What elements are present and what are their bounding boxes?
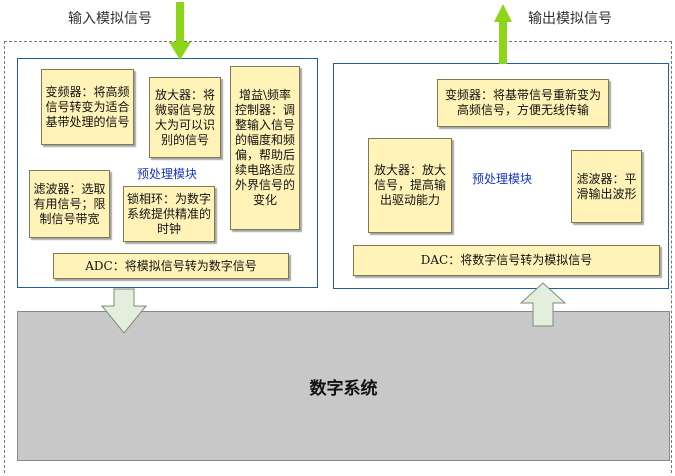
note-right-mixer: 变频器：将基带信号重新变为高频信号，方便无线传输 <box>437 79 609 127</box>
output-arrow <box>494 4 512 64</box>
digital-system-block: 数字系统 <box>17 311 670 461</box>
left-module-label: 预处理模块 <box>137 167 198 181</box>
input-label: 输入模拟信号 <box>68 11 152 27</box>
dac-up-arrow <box>519 282 567 327</box>
note-right-amplifier: 放大器：放大信号，提高输出驱动能力 <box>368 138 452 233</box>
adc-bar: ADC：将模拟信号转为数字信号 <box>53 253 289 279</box>
note-left-filter: 滤波器：选取有用信号；限制信号带宽 <box>29 170 110 238</box>
note-left-mixer: 变频器：将高频信号转变为适合基带处理的信号 <box>41 69 134 145</box>
digital-system-label: 数字系统 <box>309 378 378 399</box>
system-boundary <box>4 41 672 473</box>
dac-bar: DAC：将数字信号转为模拟信号 <box>353 245 660 276</box>
note-left-amplifier: 放大器：将微弱信号放大为可以识别的信号 <box>149 77 221 158</box>
right-module-label: 预处理模块 <box>472 172 533 186</box>
note-left-gain-controller: 增益\频率控制器：调整输入信号的幅度和频偏，帮助后续电路适应外界信号的变化 <box>230 66 300 230</box>
output-label: 输出模拟信号 <box>528 11 612 27</box>
input-arrow <box>169 2 191 60</box>
note-left-pll: 锁相环：为数字系统提供精准的时钟 <box>123 186 215 242</box>
note-right-filter: 滤波器：平滑输出波形 <box>571 150 642 223</box>
adc-down-arrow <box>100 288 148 334</box>
